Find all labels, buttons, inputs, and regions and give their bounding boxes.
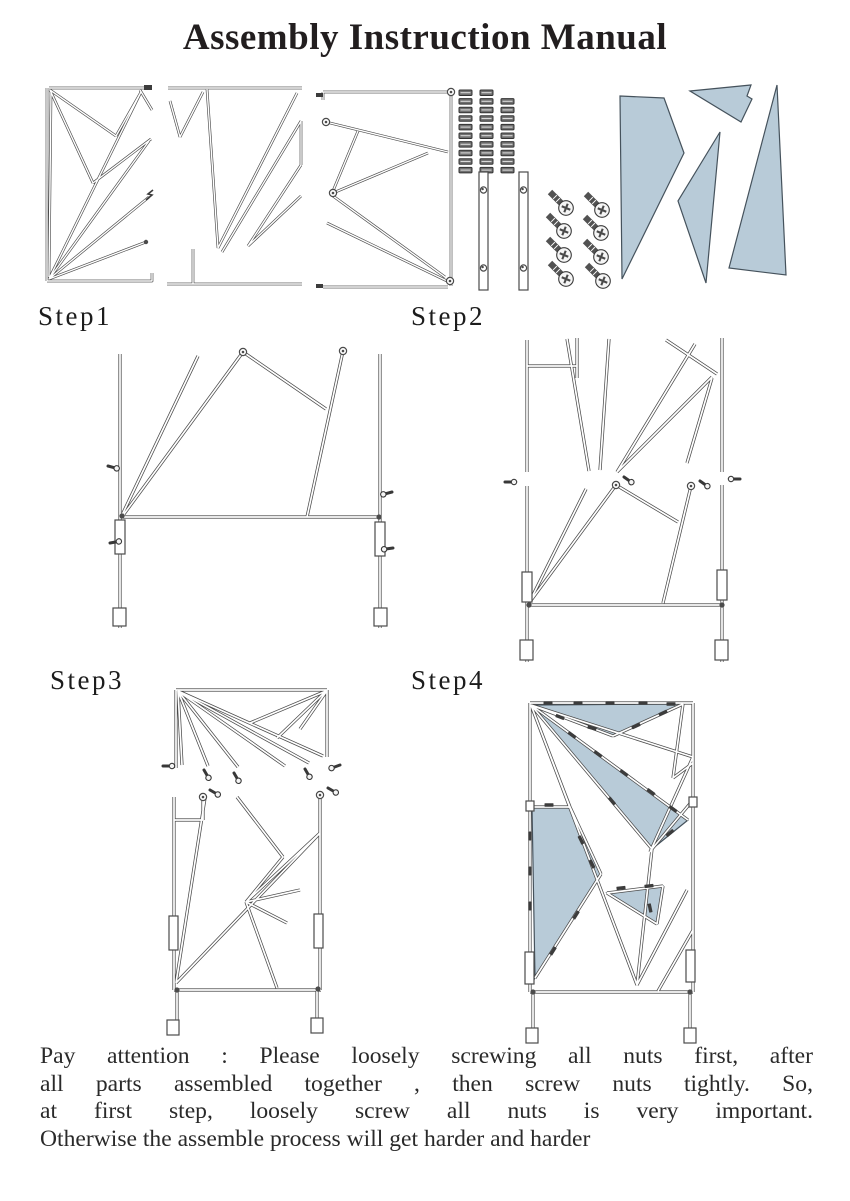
post-cap-icon: [445, 276, 455, 286]
screw-icon: [325, 784, 341, 798]
nut-grid: [458, 89, 515, 174]
post-foot: [112, 607, 127, 627]
eyelet-icon: [328, 188, 338, 198]
step2-label: Step2: [411, 301, 486, 331]
bolt-icon: [119, 513, 125, 519]
strut-tip-bolt-icon: [143, 239, 149, 245]
post-sleeve: [521, 571, 533, 603]
post-sleeve: [374, 521, 386, 557]
post-foot: [310, 1017, 324, 1034]
eyelet-icon: [321, 117, 331, 127]
edge-tick-icon: [316, 284, 323, 288]
fabric-pieces: [619, 84, 787, 284]
page-title: Assembly Instruction Manual: [182, 17, 668, 58]
bolt-icon: [174, 987, 180, 993]
fabric-piece-right: [728, 84, 787, 276]
screw-set: [548, 192, 610, 288]
post-sleeve: [114, 519, 126, 555]
fabric-piece-middle: [677, 131, 721, 284]
screw-icon: [200, 767, 214, 783]
screw-icon: [726, 474, 742, 484]
screw-icon: [105, 461, 122, 474]
bolt-icon: [530, 989, 536, 995]
fabric-piece-small-top: [688, 84, 753, 123]
attention-line: Pay attention : Please loosely screwing …: [40, 1043, 813, 1069]
frame-junction: [525, 800, 535, 812]
bolt-icon: [687, 989, 693, 995]
screw-icon: [696, 477, 713, 492]
step3-label: Step3: [50, 665, 125, 695]
step4-label: Step4: [411, 665, 486, 695]
corner-connector-icon: [144, 85, 152, 90]
strut-tip-hook-icon: [145, 189, 154, 201]
post-sleeve: [313, 913, 324, 949]
post-sleeve: [716, 569, 728, 601]
connector-bars: [478, 171, 529, 291]
eyelet-icon: [611, 480, 621, 490]
edge-tick-icon: [316, 93, 323, 97]
frame-section-diagrams: [45, 85, 456, 289]
screw-icon: [326, 760, 343, 774]
eyelet-icon: [238, 347, 248, 357]
bolt-icon: [376, 514, 382, 520]
post-sleeve: [168, 915, 179, 951]
eyelet-icon: [338, 346, 348, 356]
post-cap-icon: [446, 87, 456, 97]
step4-diagram: [524, 701, 698, 1044]
screw-icon: [620, 473, 637, 488]
post-foot: [525, 1027, 539, 1044]
eyelet-icon: [686, 481, 696, 491]
post-foot: [166, 1019, 180, 1036]
attention-line: Otherwise the assemble process will get …: [40, 1125, 591, 1152]
step3-diagram: [161, 688, 343, 1036]
post-foot: [373, 607, 388, 627]
bolt-icon: [315, 986, 321, 992]
post-sleeve: [524, 951, 535, 985]
screw-icon: [161, 761, 177, 771]
post-foot: [519, 639, 534, 661]
step1-diagram: [105, 346, 395, 630]
post-foot: [714, 639, 729, 661]
post-sleeve: [685, 949, 696, 983]
parts-overview-diagram: [45, 84, 787, 296]
screw-icon: [301, 766, 315, 782]
eyelet-icon: [198, 792, 208, 802]
step1-label: Step1: [38, 301, 113, 331]
bolt-icon: [719, 602, 725, 608]
frame-junction: [688, 796, 698, 808]
screw-icon: [230, 770, 244, 786]
fabric-piece-large: [619, 95, 685, 280]
screw-icon: [503, 477, 519, 487]
post-foot: [683, 1027, 697, 1044]
screw-icon: [378, 487, 395, 500]
screw-icon: [379, 543, 395, 554]
step2-diagram: [503, 336, 742, 664]
attention-line: all parts assembled together , then scre…: [40, 1070, 813, 1097]
attention-line: at first step, loosely screw all nuts is…: [40, 1098, 813, 1125]
screw-icon: [207, 786, 223, 800]
eyelet-icon: [315, 790, 325, 800]
attention-note: Pay attention : Please loosely screwing …: [40, 1043, 813, 1153]
bolt-icon: [526, 602, 532, 608]
fabric-panels-installed: [530, 703, 689, 981]
